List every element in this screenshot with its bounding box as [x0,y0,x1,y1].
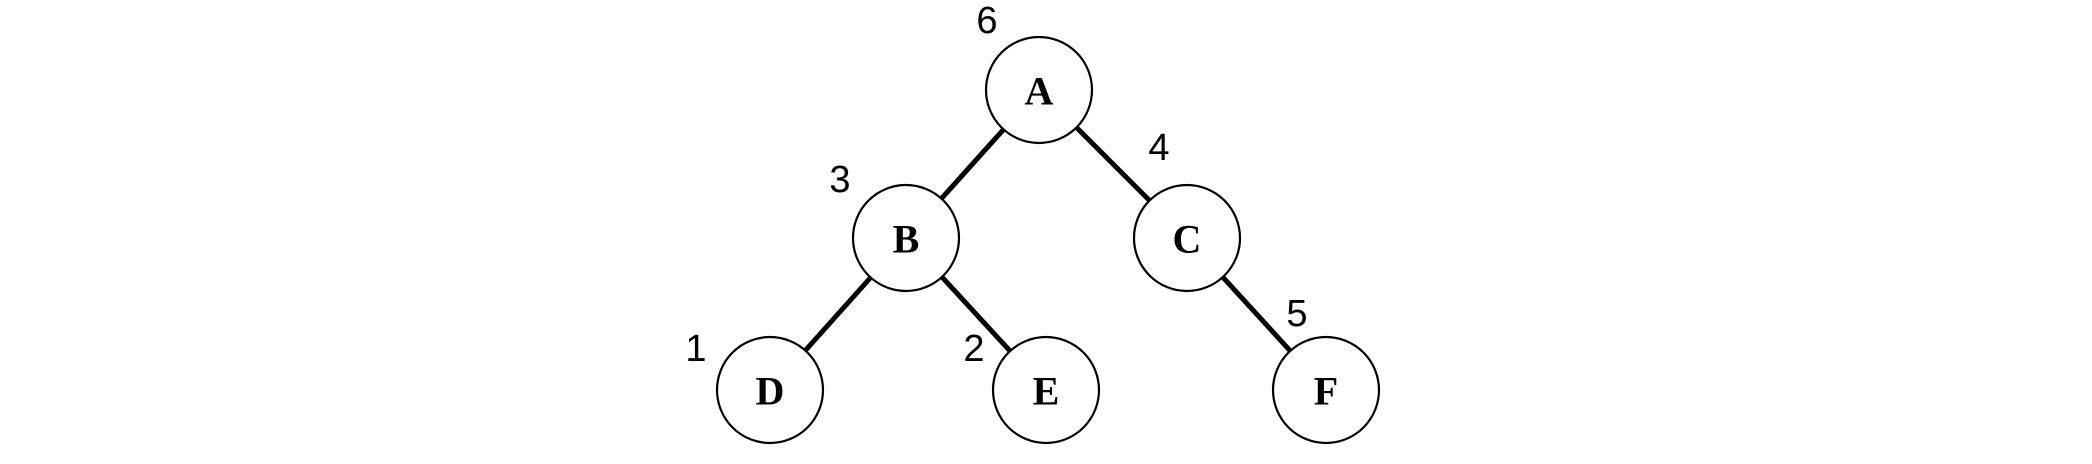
tree-node-f[interactable]: F [1271,335,1381,445]
node-label-a: A [1025,69,1054,114]
edge-layer [803,125,1293,353]
tree-edge-b-d [803,275,873,353]
edge-weight-label-3: 3 [829,159,850,201]
node-circle-b[interactable] [851,183,961,293]
node-circle-f[interactable] [1271,335,1381,445]
tree-node-e[interactable]: E [991,335,1101,445]
tree-edge-c-f [1220,275,1293,353]
edge-label-layer: 6 4 3 2 5 1 [685,0,1307,370]
node-label-c: C [1173,217,1202,262]
node-circle-a[interactable] [984,35,1094,145]
edge-weight-label-2: 2 [963,328,984,370]
edge-weight-label-5: 5 [1286,293,1307,335]
edge-weight-label-4: 4 [1148,127,1169,169]
tree-edge-a-b [939,127,1006,201]
edge-weight-label-6: 6 [976,0,997,42]
node-circle-d[interactable] [715,335,825,445]
node-label-f: F [1314,369,1338,414]
tree-node-d[interactable]: D [715,335,825,445]
node-layer: A B C D E F [715,35,1381,445]
node-circle-e[interactable] [991,335,1101,445]
edge-weight-label-1: 1 [685,328,706,370]
tree-edge-a-c [1074,125,1152,203]
tree-node-c[interactable]: C [1132,183,1242,293]
tree-node-a[interactable]: A [984,35,1094,145]
tree-node-b[interactable]: B [851,183,961,293]
node-label-d: D [756,369,785,414]
node-circle-c[interactable] [1132,183,1242,293]
tree-edge-b-e [940,275,1012,353]
node-label-b: B [893,217,920,262]
node-label-e: E [1033,369,1060,414]
